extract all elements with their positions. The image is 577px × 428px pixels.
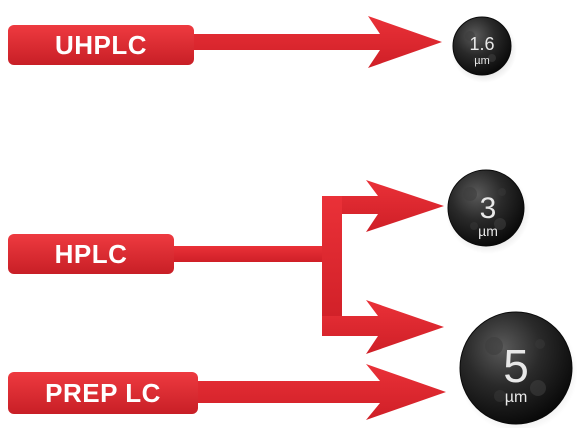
uhplc-label: UHPLC <box>55 30 147 60</box>
particle-medium: 3 µm <box>446 169 530 254</box>
hplc-branch-arrow <box>160 180 444 354</box>
uhplc-label-box: UHPLC <box>8 25 194 65</box>
particle-large: 5 µm <box>458 311 577 428</box>
prep-lc-label: PREP LC <box>45 378 161 408</box>
prep-lc-label-box: PREP LC <box>8 372 198 414</box>
particle-small-size: 1.6 <box>469 34 494 54</box>
hplc-label-box: HPLC <box>8 234 174 274</box>
particle-small-unit: µm <box>474 55 490 67</box>
uhplc-arrow <box>190 16 442 68</box>
particle-medium-unit: µm <box>478 223 498 239</box>
particle-small: 1.6 µm <box>451 16 517 83</box>
particle-large-size: 5 <box>503 340 529 392</box>
particle-medium-size: 3 <box>480 192 497 225</box>
particle-large-unit: µm <box>505 389 528 406</box>
hplc-label: HPLC <box>55 239 128 269</box>
prep-lc-arrow <box>190 364 446 420</box>
